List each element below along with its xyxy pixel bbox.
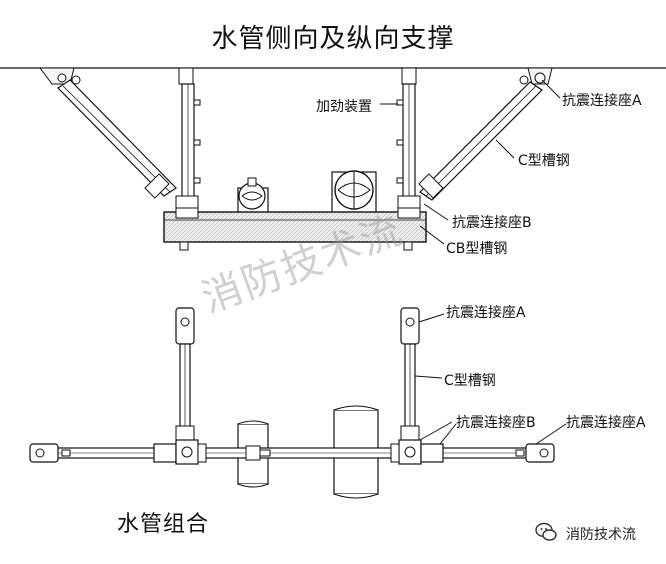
pipe-clamp-small — [245, 445, 261, 461]
wechat-icon — [535, 522, 557, 541]
vertical-hanger-right — [396, 67, 421, 211]
pipe-clamp-bolt — [259, 449, 271, 457]
leader-c-channel-top — [495, 139, 515, 159]
plan-vertical-right — [400, 307, 420, 443]
diagram-title-top: 水管侧向及纵向支撑 — [211, 24, 455, 54]
plan-end-seat-right — [515, 443, 555, 463]
plan-horizontal-beam — [35, 447, 551, 459]
label-seismic-seat-b-bottom: 抗震连接座B — [456, 415, 536, 431]
label-c-channel-top: C型槽钢 — [518, 153, 570, 169]
label-seismic-seat-a-mid: 抗震连接座A — [446, 305, 526, 321]
vertical-hanger-left — [175, 67, 201, 211]
plan-vertical-left — [175, 307, 195, 443]
diagram-title-bottom: 水管组合 — [116, 512, 209, 537]
brand-name: 消防技术流 — [566, 527, 636, 543]
leader-seat-b-bottom-1 — [419, 421, 453, 441]
plan-junction-left — [153, 439, 207, 465]
pipe-large-top — [331, 170, 377, 215]
plan-junction-right — [390, 439, 444, 465]
leader-seat-a-mid — [418, 313, 445, 323]
ceiling-seat-left — [39, 67, 81, 85]
leader-seat-b-top — [423, 203, 449, 221]
label-seismic-seat-a-top: 抗震连接座A — [562, 93, 642, 109]
leader-c-channel-mid — [414, 375, 443, 379]
label-cb-channel: CB型槽钢 — [446, 241, 508, 257]
leader-seat-a-bottom — [535, 423, 567, 445]
diagonal-brace-left — [57, 79, 177, 199]
diagonal-brace-right — [418, 81, 543, 201]
ceiling-seat-right — [519, 67, 553, 85]
leader-seat-a-top — [541, 79, 561, 99]
pipe-small-top — [237, 177, 269, 215]
label-stiffener: 加劲装置 — [316, 99, 372, 115]
label-seismic-seat-a-bottom: 抗震连接座A — [566, 415, 646, 431]
leader-seat-b-bottom-2 — [439, 423, 457, 445]
leader-cb-channel — [419, 225, 445, 245]
label-c-channel-mid: C型槽钢 — [444, 373, 496, 389]
label-seismic-seat-b-top: 抗震连接座B — [452, 215, 532, 231]
cb-channel-beam — [163, 207, 427, 251]
plan-end-seat-left — [29, 443, 71, 463]
